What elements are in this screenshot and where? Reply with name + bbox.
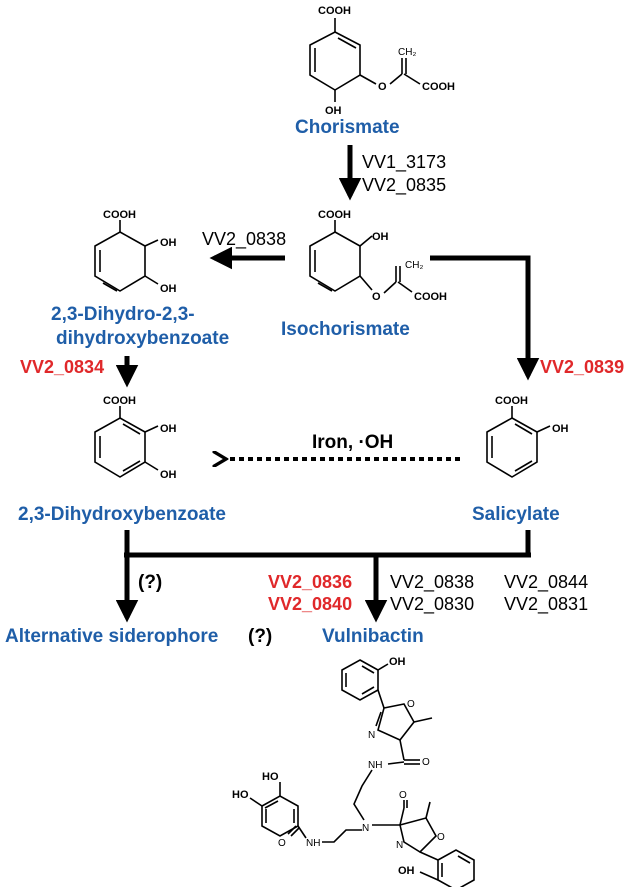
gene-vv2-0839: VV2_0839 [540, 357, 624, 377]
dhb-oh2: OH [160, 469, 177, 481]
salicylate-label: Salicylate [472, 504, 560, 525]
alternative-siderophore-label: Alternative siderophore [5, 626, 218, 647]
dihydro-cooh: COOH [103, 209, 136, 221]
isochorismate-label: Isochorismate [281, 319, 410, 340]
alternative-siderophore-question: (?) [248, 626, 272, 647]
vulnibactin-structure: OH O N O NH N O O N OH NH [232, 656, 475, 887]
gene-vv2-0838: VV2_0838 [390, 572, 474, 593]
vulnibactin-nh1: NH [368, 760, 382, 771]
vulnibactin-top-oh: OH [389, 656, 406, 668]
isochorismate-o: O [372, 291, 381, 303]
salicylate-cooh: COOH [495, 395, 528, 407]
dhb-cooh: COOH [103, 395, 136, 407]
gene-vv2-0831: VV2_0831 [504, 594, 588, 615]
vulnibactin-o2: O [399, 790, 407, 801]
dhb-label: 2,3-Dihydroxybenzoate [18, 504, 226, 525]
vulnibactin-o3: O [278, 838, 286, 849]
gene-vv2-0840: VV2_0840 [268, 594, 352, 614]
gene-vv2-0844: VV2_0844 [504, 572, 588, 593]
isochorismate-cooh2: COOH [414, 291, 447, 303]
arrow-isochorismate-salicylate [430, 255, 540, 381]
vulnibactin-top-o: O [407, 699, 415, 710]
dihydro-label-line1: 2,3-Dihydro-2,3- [51, 304, 195, 325]
isochorismate-structure: COOH OH O CH₂ COOH [309, 209, 447, 303]
vulnibactin-top-n: N [368, 730, 375, 741]
salicylate-oh: OH [552, 423, 569, 435]
chorismate-oh: OH [325, 105, 342, 117]
dihydro-label-line2: dihydroxybenzoate [56, 328, 229, 349]
chorismate-structure: COOH OH O CH₂ COOH [309, 5, 455, 117]
chorismate-label: Chorismate [295, 117, 400, 138]
chorismate-cooh: COOH [318, 5, 351, 17]
dihydro-oh2: OH [160, 283, 177, 295]
isochorismate-ch2: CH₂ [405, 260, 423, 271]
gene-vv2-0835: VV2_0835 [362, 175, 446, 196]
gene-vv1-3173: VV1_3173 [362, 152, 446, 173]
dhb-oh1: OH [160, 423, 177, 435]
vulnibactin-bottom-o: O [437, 832, 445, 843]
dihydro-oh1: OH [160, 237, 177, 249]
vulnibactin-bottom-n: N [396, 840, 403, 851]
gene-vv2-0836: VV2_0836 [268, 572, 352, 592]
chorismate-o: O [378, 81, 387, 93]
vulnibactin-n-central: N [362, 823, 369, 834]
dhb-structure: COOH OH OH [94, 395, 177, 481]
gene-vv2-0838-top: VV2_0838 [202, 229, 286, 250]
chorismate-ch2: CH₂ [398, 47, 416, 58]
gene-vv2-0830: VV2_0830 [390, 594, 474, 615]
gene-vv2-0834: VV2_0834 [20, 357, 104, 377]
vulnibactin-bottom-oh: OH [398, 865, 415, 877]
isochorismate-cooh: COOH [318, 209, 351, 221]
vulnibactin-catechol-ho1: HO [262, 771, 279, 783]
chorismate-cooh2: COOH [422, 81, 455, 93]
vulnibactin-nh2: NH [306, 838, 320, 849]
iron-oh-label: Iron, ·OH [312, 432, 393, 453]
vulnibactin-catechol-ho2: HO [232, 789, 249, 801]
isochorismate-oh: OH [372, 231, 389, 243]
vulnibactin-o1: O [422, 757, 430, 768]
vulnibactin-label: Vulnibactin [322, 626, 424, 647]
salicylate-structure: COOH OH [486, 395, 569, 478]
branch-question-label: (?) [138, 572, 162, 593]
dihydro-structure: COOH OH OH [94, 209, 177, 295]
